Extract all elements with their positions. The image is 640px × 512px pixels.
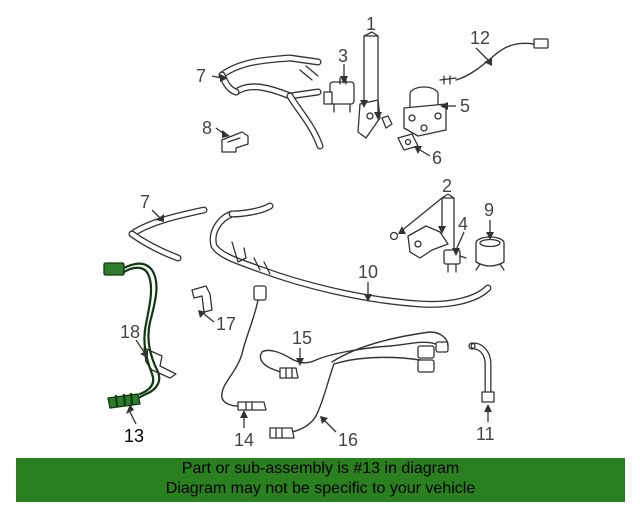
callout-7-lower: 7 — [140, 192, 150, 212]
callout-4: 4 — [458, 214, 468, 234]
callout-12: 12 — [470, 28, 490, 48]
info-banner: Part or sub-assembly is #13 in diagram D… — [16, 458, 625, 502]
parts-diagram: 1 3 12 7 5 8 6 2 9 4 7 10 17 15 18 14 16… — [103, 14, 549, 450]
part-7-upper-hoses — [218, 54, 324, 150]
callout-10: 10 — [358, 262, 378, 282]
callout-14: 14 — [234, 430, 254, 450]
callout-16: 16 — [338, 430, 358, 450]
part-12-sensor — [439, 38, 549, 85]
part-10-hose — [209, 202, 492, 308]
part-11-sensor — [468, 342, 495, 403]
part-17-bracket — [191, 285, 213, 313]
part-3-solenoid — [323, 77, 355, 113]
part-14-sensor — [221, 285, 267, 411]
callout-18: 18 — [120, 322, 140, 342]
callout-7-upper: 7 — [196, 66, 206, 86]
callout-labels: 1 3 12 7 5 8 6 2 9 4 7 10 17 15 18 14 16… — [120, 14, 495, 450]
part-9-canister — [475, 236, 505, 271]
callout-8: 8 — [202, 118, 212, 138]
callout-3: 3 — [338, 46, 348, 66]
banner-line-2: Diagram may not be specific to your vehi… — [165, 480, 476, 497]
leaders — [126, 31, 494, 433]
callout-13: 13 — [124, 426, 144, 446]
callout-17: 17 — [216, 314, 236, 334]
callout-11: 11 — [476, 424, 495, 444]
part-16-sensor — [269, 331, 449, 439]
part-8-bracket — [221, 131, 249, 153]
callout-6: 6 — [432, 148, 442, 168]
part-7-lower-hose — [128, 206, 208, 262]
part-2-bracket — [389, 225, 449, 259]
callout-5: 5 — [460, 96, 470, 116]
callout-2: 2 — [442, 176, 452, 196]
part-15-sensor — [259, 341, 449, 379]
part-13-oxygen-sensor — [103, 262, 161, 409]
part-1-bracket — [357, 99, 393, 139]
banner-line-1: Part or sub-assembly is #13 in diagram — [181, 460, 460, 477]
callout-1: 1 — [366, 14, 376, 34]
part-5-egr-valve — [403, 86, 447, 137]
callout-9: 9 — [484, 200, 494, 220]
callout-15: 15 — [292, 328, 312, 348]
